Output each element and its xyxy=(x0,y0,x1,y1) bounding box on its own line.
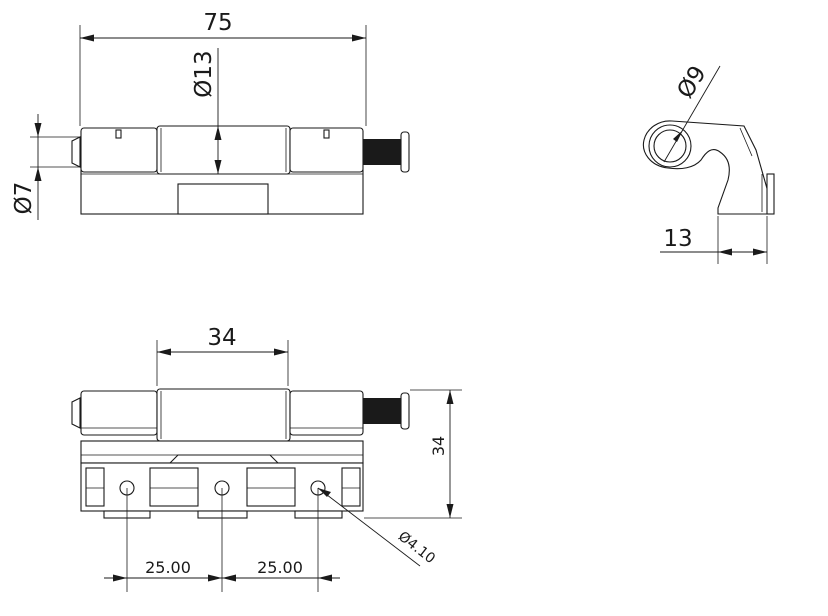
front-detent-right xyxy=(323,129,330,139)
top-tab-3 xyxy=(246,467,296,507)
top-pin-head xyxy=(400,392,410,430)
top-tab-4 xyxy=(341,467,361,507)
top-pin-left xyxy=(71,397,81,429)
front-knurled-pin xyxy=(363,139,401,165)
top-view: 34 34 25.00 25.00 Ø4.10 xyxy=(71,325,462,592)
top-leaf-band xyxy=(80,440,364,464)
dim-leaf-width: 13 xyxy=(663,226,692,252)
dim-overall-length: 75 xyxy=(203,10,232,36)
front-pin-left xyxy=(71,136,81,168)
front-knuckle-center xyxy=(156,125,291,175)
top-knuckle-center xyxy=(156,388,291,442)
dim-hole-spacing-1: 25.00 xyxy=(145,558,191,577)
dim-leaf-height: 34 xyxy=(429,436,448,456)
dim-knuckle-diameter: Ø13 xyxy=(191,50,217,97)
front-view: 75 Ø13 Ø7 xyxy=(11,10,410,220)
dim-pin-diameter: Ø7 xyxy=(11,182,37,215)
dim-knuckle-length: 34 xyxy=(207,325,236,351)
top-leaf-foot-2 xyxy=(197,510,248,519)
side-view: Ø9 13 xyxy=(642,62,775,264)
front-detent-left xyxy=(115,129,122,139)
front-pin-head xyxy=(400,131,410,173)
front-leaf-slot xyxy=(177,183,269,215)
dim-pin-hole-diameter: Ø9 xyxy=(672,62,711,104)
dim-hole-diameter: Ø4.10 xyxy=(395,529,438,568)
dim-hole-spacing-2: 25.00 xyxy=(257,558,303,577)
top-knurled-pin xyxy=(363,398,401,424)
side-pin-circle-outer xyxy=(648,124,692,168)
top-leaf-foot-3 xyxy=(294,510,343,519)
side-pin-circle-inner xyxy=(653,129,687,163)
side-leaf-tab xyxy=(766,173,775,215)
side-profile xyxy=(642,120,773,215)
top-tab-1 xyxy=(85,467,105,507)
top-tab-2 xyxy=(149,467,199,507)
